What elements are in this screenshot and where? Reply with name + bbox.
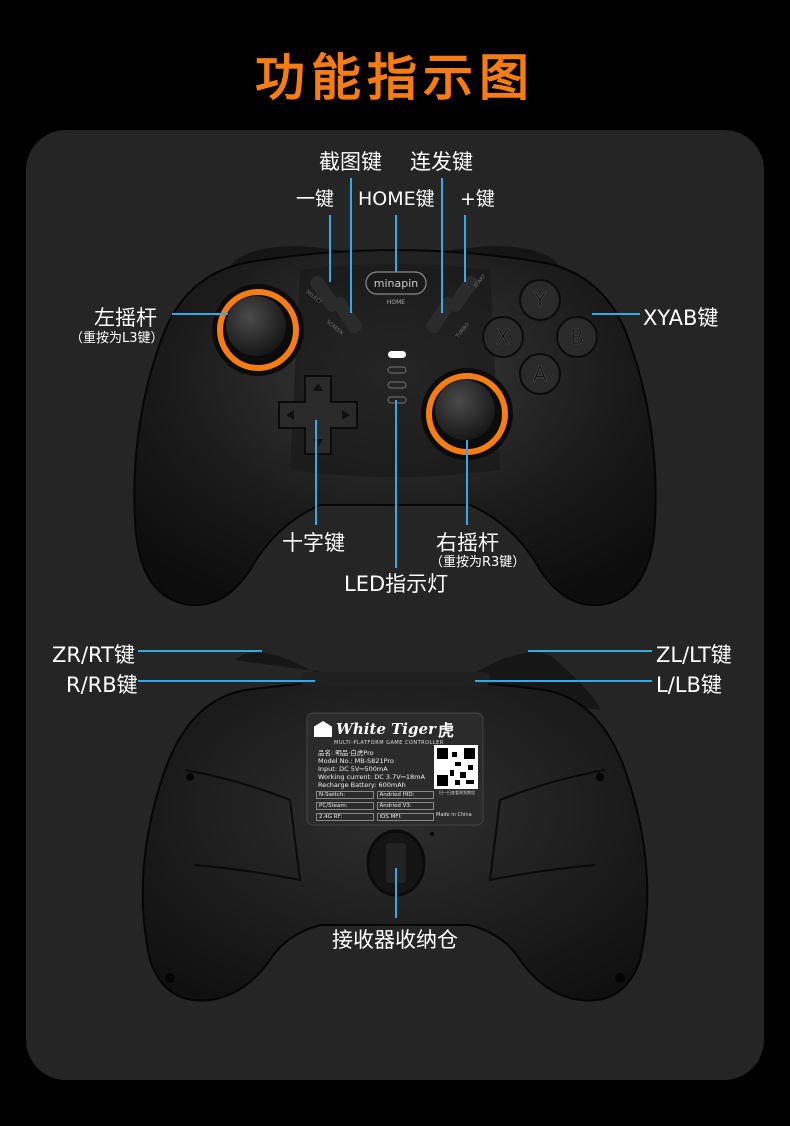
face-y: Y: [533, 288, 547, 312]
label-minus: 一键: [296, 188, 335, 210]
sticker-brand-row: White Tiger 虎: [314, 718, 479, 740]
label-left-stick: 左摇杆: [94, 306, 157, 330]
sticker-mode: N-Switch:: [316, 791, 374, 799]
sticker-line: Working current: DC 3.7V⎓18mA: [318, 773, 425, 781]
face-a: A: [533, 362, 547, 386]
sticker-lines: 品名: 明品·白虎Pro Model No.: MB-S821Pro Input…: [318, 749, 433, 789]
sticker-mode: Andriod HID:: [376, 791, 434, 799]
label-plus: +键: [460, 188, 495, 210]
label-right-stick: 右摇杆: [436, 531, 499, 555]
sticker-modes: N-Switch: Andriod HID: PC/Steam: Andriod…: [316, 791, 434, 821]
face-b: B: [570, 325, 584, 349]
page-title: 功能指示图: [255, 49, 535, 107]
label-home: HOME键: [358, 188, 435, 210]
sticker-brand: White Tiger: [336, 720, 436, 738]
left-stick: [212, 284, 304, 376]
label-led: LED指示灯: [344, 572, 449, 596]
home-text: HOME: [387, 299, 405, 306]
label-xyab: XYAB键: [643, 306, 719, 330]
face-buttons: Y X B A: [482, 279, 598, 395]
sticker-mode: Andriod V3:: [376, 802, 434, 810]
qr-caption: 扫一扫查看视频教程: [439, 790, 475, 795]
led-1: [388, 351, 406, 358]
label-turbo: 连发键: [410, 150, 473, 174]
label-sticker: [306, 712, 484, 826]
front-controller: Y X B A minapin HOME SELECT SCREEN START…: [133, 246, 657, 607]
screenshot-button: [332, 296, 362, 334]
tiger-logo-icon: [314, 721, 332, 737]
sticker-mode: iOS MFI:: [376, 813, 434, 821]
label-r-rb: R/RB键: [66, 673, 138, 697]
label-dpad: 十字键: [282, 531, 345, 555]
sticker-mode: PC/Steam:: [316, 802, 374, 810]
turbo-button: [426, 296, 456, 334]
qr-code: [434, 745, 478, 789]
brand-logo: minapin: [374, 277, 419, 290]
face-x: X: [496, 325, 510, 349]
sticker-line: Recharge Battery: 600mAh: [318, 781, 406, 789]
label-right-stick-sub: （重按为R3键）: [430, 555, 526, 570]
label-zr-rt: ZR/RT键: [52, 643, 135, 667]
callout-lines: [138, 178, 652, 918]
made-in: Made in China: [436, 812, 472, 818]
sticker-mode: 2.4G RF:: [316, 813, 374, 821]
label-zl-lt: ZL/LT键: [656, 643, 732, 667]
sticker-line: 品名: 明品·白虎Pro: [318, 749, 374, 757]
label-left-stick-sub: （重按为L3键）: [70, 331, 164, 346]
label-l-lb: L/LB键: [656, 673, 722, 697]
back-controller: [141, 652, 649, 1002]
sticker-line: Input: DC 5V⎓500mA: [318, 765, 388, 773]
dpad: [278, 375, 358, 455]
label-screenshot: 截图键: [319, 150, 382, 174]
label-receiver: 接收器收纳仓: [332, 928, 458, 952]
sticker-line: Model No.: MB-S821Pro: [318, 757, 394, 765]
sticker-brand-cn: 虎: [437, 721, 454, 740]
sticker-tagline: MULTI-PLATFORM GAME CONTROLLER: [334, 740, 444, 746]
